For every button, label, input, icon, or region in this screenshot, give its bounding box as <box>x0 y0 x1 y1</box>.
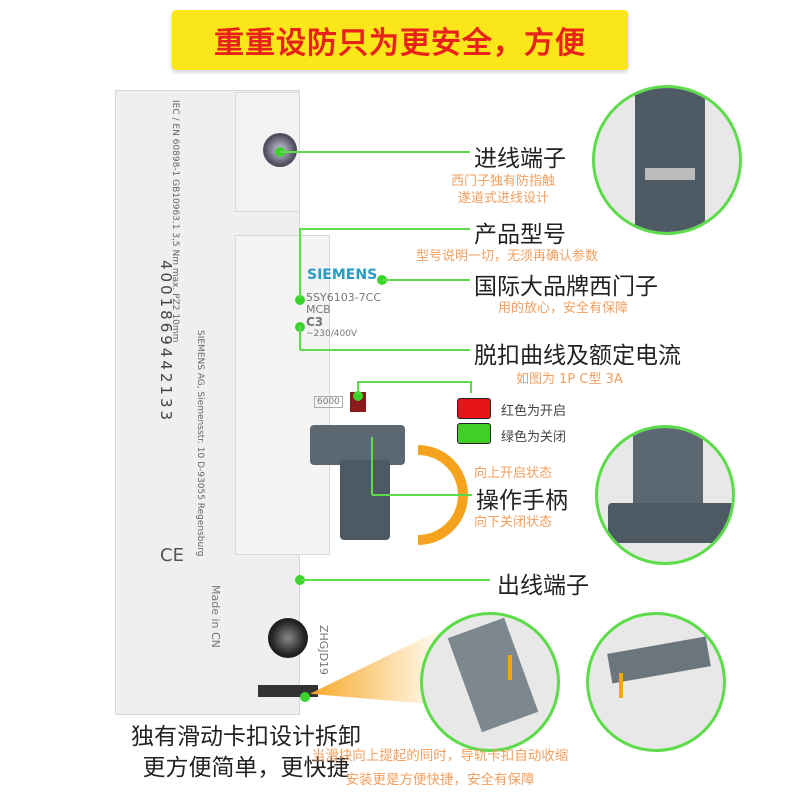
callout-line <box>299 326 301 350</box>
slider-feature-text: 独有滑动卡扣设计拆卸 更方便简单，更快捷 <box>116 722 376 784</box>
detail-circle-input-terminal <box>592 85 742 235</box>
detail-circle-rail-clip <box>586 612 726 752</box>
legend-label: 绿色为关闭 <box>501 430 567 445</box>
callout-line <box>371 437 373 495</box>
callout-desc: 如图为 1P C型 3A <box>516 372 623 387</box>
voltage-text: ~230/400V <box>306 329 358 339</box>
callout-dot <box>300 692 310 702</box>
legend-swatch-red <box>457 398 491 419</box>
callout-line <box>382 279 470 281</box>
slider-description: 当滑块向上提起的同时，导轨卡扣自动收缩 安装更是方便快捷，安全有保障 <box>305 744 575 792</box>
callout-desc: 向下关闭状态 <box>474 515 553 530</box>
callout-line <box>372 494 472 496</box>
callout-line <box>299 228 301 298</box>
operating-handle[interactable] <box>310 425 405 465</box>
made-in-text: Made in CN <box>209 585 222 648</box>
callout-desc: 用的放心，安全有保障 <box>498 301 629 316</box>
ce-mark: CE <box>160 545 184 566</box>
callout-title: 出线端子 <box>497 573 589 599</box>
callout-title: 进线端子 <box>474 146 566 172</box>
headline-banner: 重重设防只为更安全，方便 <box>172 10 628 70</box>
callout-line <box>300 349 470 351</box>
detail-circle-slider <box>420 612 560 752</box>
callout-desc: 向上开启状态 <box>474 466 553 481</box>
callout-title: 脱扣曲线及额定电流 <box>474 343 681 369</box>
callout-desc: 型号说明一切，无须再确认参数 <box>416 249 599 264</box>
callout-title: 产品型号 <box>474 222 566 248</box>
callout-line <box>470 381 472 393</box>
callout-title: 操作手柄 <box>476 488 568 514</box>
callout-desc: 遂道式进线设计 <box>458 191 550 206</box>
brand-logo: SIEMENS <box>307 267 378 283</box>
slider-description-line: 安装更是方便快捷，安全有保障 <box>345 772 535 788</box>
slider-description-line: 当滑块向上提起的同时，导轨卡扣自动收缩 <box>311 748 569 764</box>
callout-line <box>300 228 470 230</box>
bottom-screw-icon <box>268 618 308 658</box>
rating-box: 6000 <box>314 396 343 408</box>
callout-line <box>357 382 359 394</box>
slider-feature-line: 独有滑动卡扣设计拆卸 <box>131 724 361 750</box>
callout-line <box>280 151 470 153</box>
operating-handle-lever[interactable] <box>340 460 390 540</box>
curve-text: C3 <box>306 315 324 329</box>
code-text: ZHGJD19 <box>317 625 330 676</box>
detail-circle-handle <box>595 425 735 565</box>
headline-text: 重重设防只为更安全，方便 <box>214 26 586 61</box>
legend-swatch-green <box>457 423 491 444</box>
type-text: MCB <box>306 303 331 316</box>
callout-title: 国际大品牌西门子 <box>474 274 658 300</box>
model-label: 5SY6103-7CC MCB C3 ~230/400V <box>306 292 381 340</box>
slider-feature-line: 更方便简单，更快捷 <box>142 755 350 781</box>
serial-barcode: 4001869442133 <box>157 260 175 424</box>
legend-label: 红色为开启 <box>501 404 567 419</box>
callout-desc: 西门子独有防指触 <box>451 174 556 189</box>
maker-text: SIEMENS AG, Siemensstr. 10 D-93055 Regen… <box>195 330 205 557</box>
callout-line <box>357 381 472 383</box>
callout-line <box>300 579 490 581</box>
callout-dot <box>295 295 305 305</box>
breaker-front <box>235 235 330 555</box>
model-number: 5SY6103-7CC <box>306 291 382 304</box>
callout-dot <box>353 391 363 401</box>
